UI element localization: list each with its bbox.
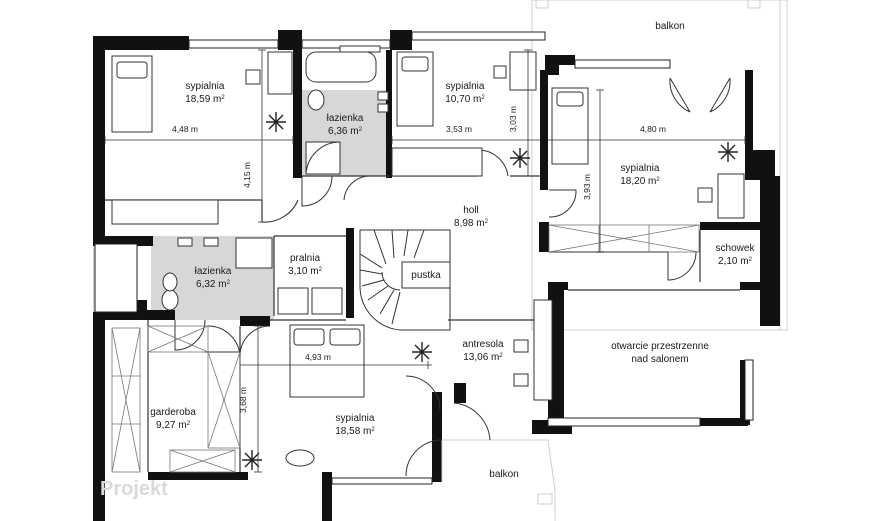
staircase [359, 229, 451, 331]
room-name: sypialnia [185, 81, 225, 92]
room-label-holl: holl 8,98 m2 [436, 204, 506, 230]
dimension-lines [104, 49, 746, 473]
balcony-bottom-outline [441, 439, 556, 521]
room-name: antresola [462, 339, 504, 350]
watermark: Projekt [100, 478, 168, 500]
room-name: holl [463, 205, 479, 216]
walls [93, 30, 780, 521]
room-name: garderoba [150, 407, 196, 418]
room-area: 3,10 m2 [288, 266, 322, 277]
dimension-368: 3,68 m [238, 387, 248, 413]
pustka-label: pustka [411, 270, 441, 281]
room-area: 2,10 m2 [718, 256, 752, 267]
dimension-448: 4,48 m [172, 124, 198, 134]
balkon-bottom-label: balkon [489, 469, 519, 480]
dimension-415: 4,15 m [242, 162, 252, 188]
furniture [111, 45, 745, 467]
room-area: 18,59 m2 [185, 94, 225, 105]
room-label-sypialnia-3: sypialnia 18,20 m2 [605, 162, 675, 188]
room-label-sypialnia-2: sypialnia 10,70 m2 [430, 80, 500, 106]
room-name: schowek [715, 243, 755, 254]
dimension-303: 3,03 m [508, 106, 518, 132]
room-label-antresola: antresola 13,06 m2 [448, 338, 518, 364]
room-name: łazienka [326, 113, 364, 124]
plants [242, 112, 738, 470]
room-label-garderoba: garderoba 9,27 m2 [138, 406, 208, 432]
room-name: sypialnia [445, 81, 485, 92]
dimension-480: 4,80 m [640, 124, 666, 134]
room-area: 8,98 m2 [454, 218, 488, 229]
room-label-schowek: schowek 2,10 m2 [700, 242, 770, 268]
room-area: 10,70 m2 [445, 94, 485, 105]
room-area: 18,58 m2 [335, 426, 375, 437]
room-label-sypialnia-4: sypialnia 18,58 m2 [320, 412, 390, 438]
dimension-353: 3,53 m [446, 124, 472, 134]
room-label-sypialnia-1: sypialnia 18,59 m2 [170, 80, 240, 106]
room-area: 18,20 m2 [620, 176, 660, 187]
room-name: sypialnia [335, 413, 375, 424]
windows [94, 31, 754, 485]
open-space-line2: nad salonem [631, 354, 689, 365]
room-label-lazienka-2: łazienka 6,32 m2 [178, 265, 248, 291]
room-label-pralnia: pralnia 3,10 m2 [270, 252, 340, 278]
room-name: łazienka [194, 266, 232, 277]
balkon-top-label: balkon [655, 21, 685, 32]
room-area: 6,32 m2 [196, 279, 230, 290]
dimension-393: 3,93 m [582, 174, 592, 200]
room-area: 13,06 m2 [463, 352, 503, 363]
open-space-label: otwarcie przestrzenne nad salonem [590, 340, 730, 366]
dimension-493: 4,93 m [305, 352, 331, 362]
room-name: sypialnia [620, 163, 660, 174]
open-space-line1: otwarcie przestrzenne [611, 341, 709, 352]
doors [174, 77, 731, 477]
room-label-lazienka-1: łazienka 6,36 m2 [310, 112, 380, 138]
room-area: 9,27 m2 [156, 420, 190, 431]
room-area: 6,36 m2 [328, 126, 362, 137]
room-name: pralnia [289, 253, 321, 264]
wardrobes [111, 224, 700, 473]
